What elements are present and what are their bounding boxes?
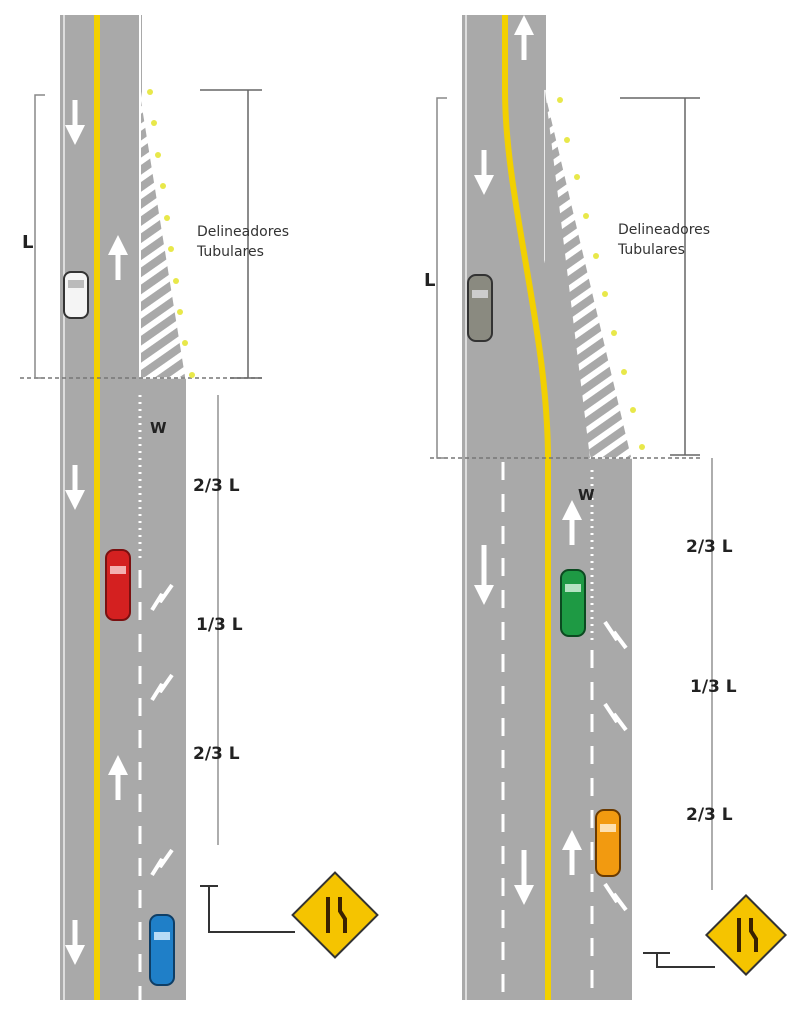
left-segment-label: 1/3 L xyxy=(196,615,243,635)
left-width-label: W xyxy=(150,419,167,437)
right-tubular-delineators xyxy=(557,97,645,450)
merge-arrow-icon xyxy=(150,583,174,612)
right-segment-label: 2/3 L xyxy=(686,537,733,557)
left-L-bracket xyxy=(34,94,45,379)
lane-reduction-sign-icon xyxy=(291,871,379,959)
right-yellow-center-line xyxy=(502,15,551,1000)
right-taper-dimension-line xyxy=(620,97,700,456)
left-taper-dimension-line xyxy=(200,89,262,379)
left-segment-label: 2/3 L xyxy=(193,744,240,764)
left-road xyxy=(60,15,142,1000)
car-orange xyxy=(595,809,621,877)
right-segment-label: 1/3 L xyxy=(690,677,737,697)
left-delineators-label-line2: Tubulares xyxy=(196,244,264,260)
car-green xyxy=(560,569,586,637)
lane-reduction-sign-icon xyxy=(704,893,788,977)
left-segment-label: 2/3 L xyxy=(193,476,240,496)
right-delineators-label-line1: Delineadores xyxy=(618,222,710,238)
merge-arrow-icon xyxy=(150,673,174,702)
merge-arrow-icon xyxy=(603,702,628,732)
merge-arrow-icon xyxy=(150,848,174,877)
right-segment-label: 2/3 L xyxy=(686,805,733,825)
left-taper-length-label: L xyxy=(22,232,33,253)
right-L-bracket xyxy=(436,97,447,459)
left-delineators-label-line1: Delineadores xyxy=(197,224,289,240)
left-diagram: L Delineadores Tubulares W 2/3 L 1/3 L 2… xyxy=(20,15,379,1000)
right-taper-length-label: L xyxy=(424,270,435,291)
car-gray xyxy=(467,274,493,342)
car-red xyxy=(105,549,131,621)
right-diagram: L Delineadores Tubulares W 2/3 L 1/3 L 2… xyxy=(424,15,788,1000)
right-shifted-lane xyxy=(545,15,590,458)
right-width-label: W xyxy=(578,486,595,504)
right-delineators-label-line2: Tubulares xyxy=(617,242,685,258)
left-sign-leader-line xyxy=(200,885,295,933)
left-taper-hatched-area xyxy=(139,89,187,379)
car-white xyxy=(63,271,89,319)
car-blue xyxy=(149,914,175,986)
merge-arrow-icon xyxy=(603,882,628,912)
merge-arrow-icon xyxy=(603,620,628,650)
right-sign-leader-line xyxy=(643,952,715,968)
left-tubular-delineators xyxy=(147,89,195,378)
right-road-widened-section xyxy=(544,458,632,1000)
